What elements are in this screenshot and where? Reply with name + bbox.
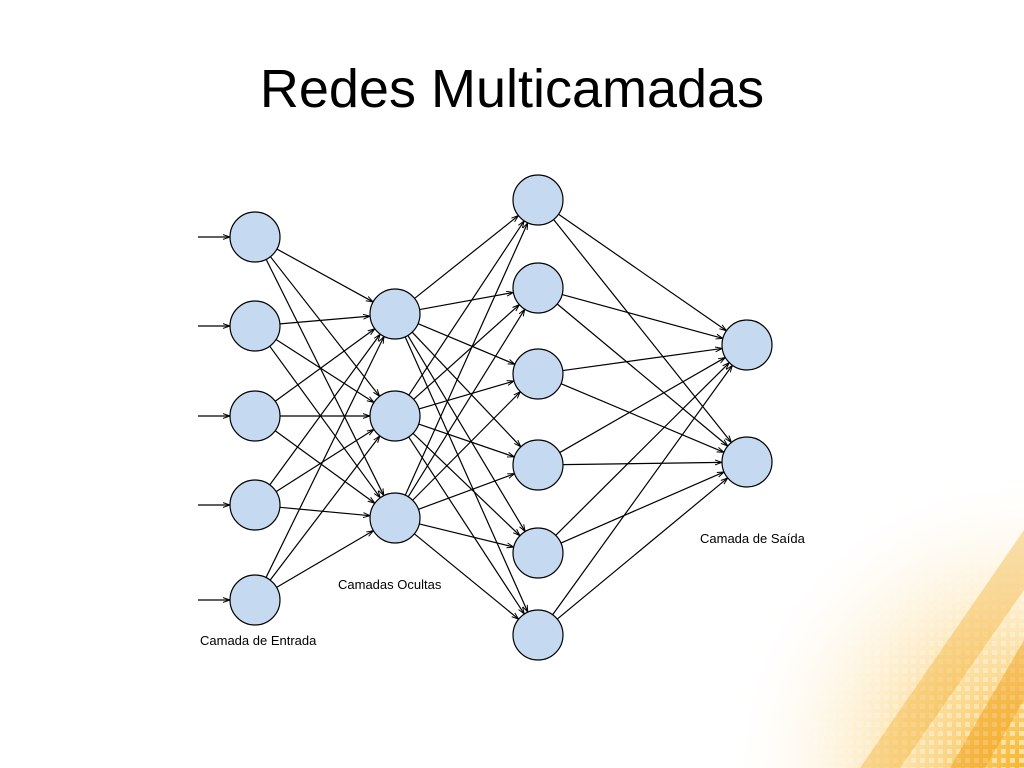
slide-title: Redes Multicamadas: [259, 59, 765, 119]
neuron-hidden-2-0: [512, 174, 564, 226]
connection-hidden-2-3-to-output-0: [559, 357, 726, 454]
connection-hidden-1-2-to-hidden-2-5: [413, 533, 518, 619]
connection-input-2-to-hidden-1-0: [274, 329, 375, 402]
connection-hidden-1-2-to-hidden-2-1: [407, 309, 525, 498]
connection-hidden-2-4-to-output-0: [555, 363, 730, 536]
connection-input-0-to-hidden-1-0: [276, 248, 373, 302]
connection-hidden-2-0-to-output-0: [558, 213, 727, 331]
connection-input-1-to-hidden-1-2: [269, 345, 381, 498]
connection-hidden-1-1-to-hidden-2-1: [413, 305, 520, 400]
connection-input-2-to-hidden-1-2: [274, 430, 375, 504]
neuron-hidden-2-1: [512, 262, 564, 314]
connection-hidden-2-0-to-output-1: [553, 219, 732, 443]
connection-hidden-1-0-to-hidden-2-2: [417, 323, 515, 365]
neuron-output-0: [721, 319, 773, 371]
connection-hidden-1-2-to-hidden-2-4: [419, 523, 513, 547]
connection-hidden-1-2-to-hidden-2-3: [418, 473, 514, 510]
connection-hidden-1-2-to-hidden-2-0: [404, 223, 528, 496]
connection-hidden-1-1-to-hidden-2-0: [408, 221, 524, 396]
neuron-output-1: [721, 436, 773, 488]
connection-hidden-2-2-to-output-1: [560, 383, 724, 453]
neuron-hidden-1-0: [369, 288, 421, 340]
neuron-hidden-2-4: [512, 527, 564, 579]
neuron-input-4: [229, 574, 281, 626]
connection-hidden-2-3-to-output-1: [562, 462, 722, 464]
neuron-hidden-2-2: [512, 348, 564, 400]
connection-hidden-2-5-to-output-0: [552, 365, 733, 616]
neuron-input-0: [229, 211, 281, 263]
connection-hidden-1-0-to-hidden-2-5: [404, 336, 528, 612]
neuron-input-1: [229, 300, 281, 352]
connection-hidden-2-4-to-output-1: [560, 472, 724, 544]
connection-hidden-1-1-to-hidden-2-2: [418, 381, 514, 410]
connection-hidden-1-0-to-hidden-2-1: [419, 292, 514, 311]
connection-input-1-to-hidden-1-1: [275, 339, 374, 403]
connection-hidden-1-2-to-hidden-2-2: [412, 392, 521, 501]
connection-input-4-to-hidden-1-0: [265, 336, 384, 578]
neuron-hidden-1-1: [369, 390, 421, 442]
connection-input-3-to-hidden-1-0: [269, 334, 380, 486]
neuron-hidden-2-3: [512, 439, 564, 491]
connection-hidden-1-0-to-hidden-2-3: [411, 331, 521, 447]
input-arrows: [198, 237, 230, 600]
connection-hidden-1-0-to-hidden-2-0: [414, 216, 519, 299]
neurons: [229, 174, 773, 661]
connection-input-1-to-hidden-1-0: [279, 316, 370, 325]
neuron-input-3: [229, 479, 281, 531]
connection-input-0-to-hidden-1-1: [269, 256, 379, 397]
connections: [265, 213, 733, 620]
connection-hidden-2-2-to-output-0: [562, 348, 722, 372]
neuron-hidden-1-2: [369, 492, 421, 544]
input-layer-label: Camada de Entrada: [200, 633, 317, 648]
connection-hidden-2-1-to-output-1: [556, 303, 728, 446]
neuron-hidden-2-5: [512, 609, 564, 661]
connection-hidden-1-1-to-hidden-2-5: [408, 436, 525, 614]
neuron-input-2: [229, 390, 281, 442]
hidden-layers-label: Camadas Ocultas: [338, 577, 442, 592]
connection-hidden-2-1-to-output-0: [561, 294, 723, 339]
connection-hidden-1-1-to-hidden-2-4: [412, 432, 520, 535]
connection-input-3-to-hidden-1-1: [275, 429, 374, 493]
output-layer-label: Camada de Saída: [700, 531, 805, 546]
connection-input-4-to-hidden-1-1: [269, 436, 380, 581]
connection-input-4-to-hidden-1-2: [276, 531, 374, 588]
connection-hidden-2-5-to-output-1: [556, 478, 727, 620]
connection-input-3-to-hidden-1-2: [279, 506, 370, 515]
